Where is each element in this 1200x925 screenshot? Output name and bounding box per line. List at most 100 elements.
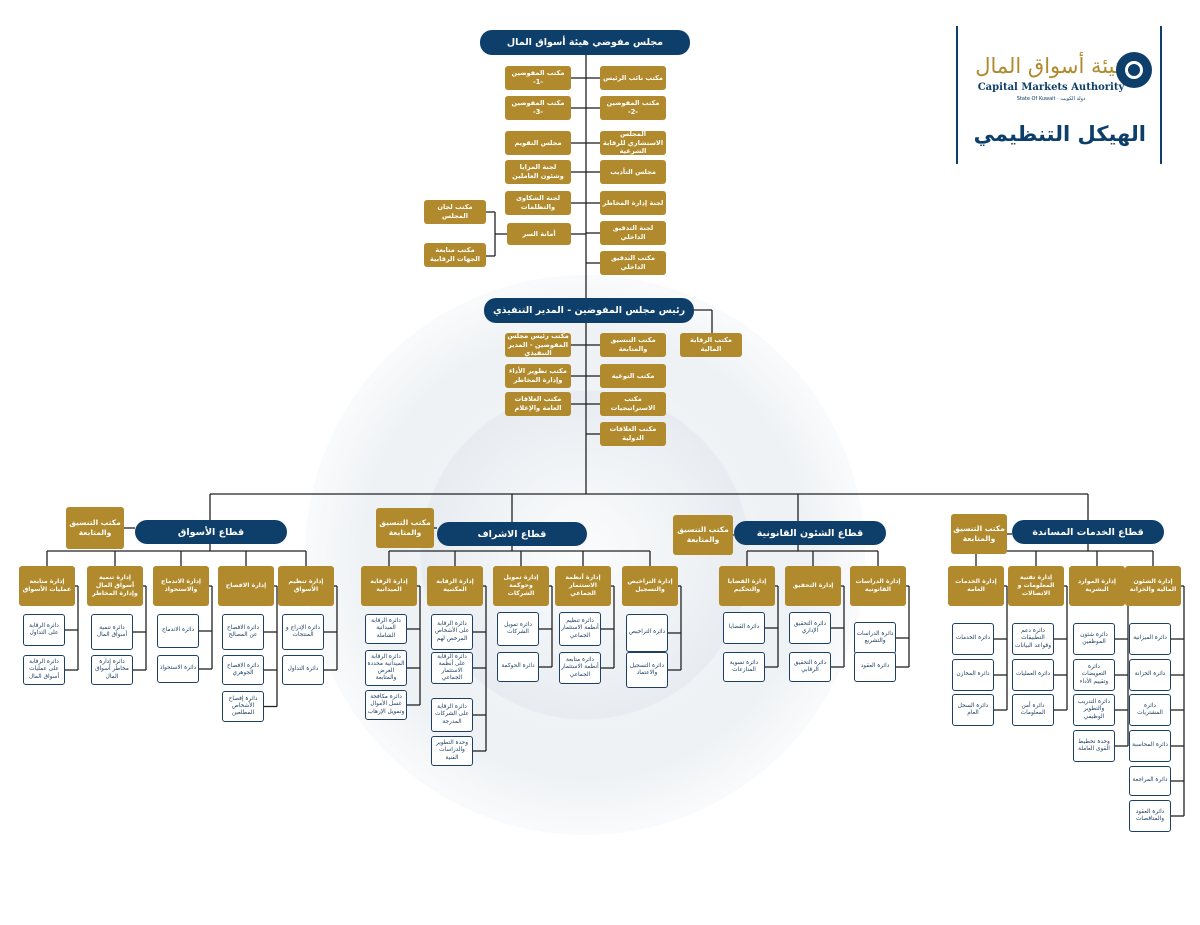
unit-node-1-0-1: دائرة التسجيل والاعتماد xyxy=(626,652,668,688)
department-node-0-4: إدارة متابعة عمليات الأسواق xyxy=(19,566,75,606)
unit-node-3-3-2: دائرة السجل العام xyxy=(952,694,994,726)
chairman-office-right-1: مكتب التوعية xyxy=(600,364,666,388)
committees-office-node: مكتب لجان المجلس xyxy=(424,200,486,224)
brand-divider-left xyxy=(956,26,958,164)
board-office-right-6: مكتب التدقيق الداخلي xyxy=(600,251,666,275)
unit-node-1-3-1: دائرة الرقابة على أنظمة الاستثمار الجماع… xyxy=(431,652,473,684)
unit-node-2-2-0: دائرة القضايا xyxy=(723,612,765,644)
department-node-1-4: إدارة الرقابة الميدانية xyxy=(361,566,417,606)
sector-node-2: قطاع الشئون القانونية xyxy=(734,521,886,545)
chairman-office-right-2: مكتب الاستراتيجيات xyxy=(600,392,666,416)
board-office-right-5: لجنة التدقيق الداخلي xyxy=(600,221,666,245)
department-node-1-3: إدارة الرقابة المكتبية xyxy=(427,566,483,606)
secretariat-node: أمانة السر xyxy=(507,223,571,245)
unit-node-2-1-1: دائرة التحقيق الرقابي xyxy=(789,652,831,682)
sector-coordination-node-0: مكتب التنسيق والمتابعة xyxy=(66,507,124,549)
logo-english-text: Capital Markets Authority xyxy=(977,82,1125,93)
sector-node-3: قطاع الخدمات المساندة xyxy=(1012,520,1164,544)
brand-panel: هيئة أسواق المال Capital Markets Authori… xyxy=(956,26,1162,164)
unit-node-3-3-0: دائرة الخدمات xyxy=(952,623,994,655)
chairman-office-left-2: مكتب العلاقات العامة والإعلام xyxy=(505,392,571,416)
unit-node-3-0-2: دائرة المشتريات xyxy=(1129,694,1171,726)
board-office-left-4: لجنة الشكاوى والتظلمات xyxy=(505,191,571,215)
unit-node-2-0-1: دائرة العقود xyxy=(854,652,896,682)
unit-node-1-4-1: دائرة الرقابة الميدانية محددة الغرض والم… xyxy=(365,650,407,686)
unit-node-1-4-2: دائرة مكافحة غسل الأموال وتمويل الإرهاب xyxy=(365,690,407,720)
unit-node-2-1-0: دائرة التحقيق الإداري xyxy=(789,612,831,644)
unit-node-0-1-1: دائرة الافصاح الجوهري xyxy=(222,655,264,685)
department-node-3-3: إدارة الخدمات العامة xyxy=(948,566,1004,606)
department-node-1-2: إدارة تمويل وحوكمة الشركات xyxy=(493,566,549,606)
sector-coordination-node-3: مكتب التنسيق والمتابعة xyxy=(951,514,1007,554)
unit-node-3-0-3: دائرة المحاسبة xyxy=(1129,730,1171,762)
unit-node-0-4-0: دائرة الرقابة على التداول xyxy=(23,614,65,646)
department-node-1-0: إدارة التراخيص والتسجيل xyxy=(622,566,678,606)
regulators-office-node: مكتب متابعة الجهات الرقابية xyxy=(424,243,486,267)
page-title: الهيكل التنظيمي xyxy=(973,122,1146,146)
department-node-2-2: إدارة القضايا والتحكيم xyxy=(719,566,775,606)
unit-node-0-3-0: دائرة تنمية أسواق المال xyxy=(91,614,133,650)
department-node-1-1: إدارة أنظمة الاستثمار الجماعي xyxy=(555,566,611,606)
unit-node-0-2-0: دائرة الاندماج xyxy=(157,614,199,648)
department-node-2-1: إدارة التحقيق xyxy=(785,566,841,606)
logo-subtitle: State Of Kuwait · دولة الكويت xyxy=(1016,96,1086,102)
board-office-right-1: مكتب المفوضين -2- xyxy=(600,96,666,120)
unit-node-1-3-3: وحدة التطوير والدراسات الفنية xyxy=(431,736,473,766)
chairman-office-right-3: مكتب العلاقات الدولية xyxy=(600,422,666,446)
unit-node-1-1-1: دائرة متابعة أنظمة الاستثمار الجماعي xyxy=(559,652,601,684)
department-node-0-0: إدارة تنظيم الأسواق xyxy=(278,566,334,606)
unit-node-1-0-0: دائرة التراخيص xyxy=(626,614,668,652)
unit-node-3-1-2: دائرة التدريب والتطوير الوظيفي xyxy=(1073,694,1115,726)
unit-node-0-0-0: دائرة الإدراج و المنتجات xyxy=(282,614,324,650)
chairman-office-right-0: مكتب التنسيق والمتابعة xyxy=(600,333,666,357)
unit-node-3-1-3: وحدة تخطيط القوى العاملة xyxy=(1073,730,1115,762)
board-office-right-3: مجلس التأديب xyxy=(600,160,666,184)
department-node-0-1: إدارة الافصاح xyxy=(218,566,274,606)
department-node-2-0: إدارة الدراسات القانونية xyxy=(850,566,906,606)
unit-node-0-1-0: دائرة الافصاح عن المصالح xyxy=(222,614,264,650)
financial-control-node: مكتب الرقابة المالية xyxy=(680,333,742,357)
unit-node-3-1-0: دائرة شئون الموظفين xyxy=(1073,623,1115,655)
unit-node-1-3-2: دائرة الرقابة على الشركات المدرجة xyxy=(431,698,473,732)
unit-node-3-0-0: دائرة الميزانية xyxy=(1129,623,1171,655)
board-office-right-2: المجلس الاستشاري للرقابة الشرعية xyxy=(600,131,666,155)
brand-divider-right xyxy=(1160,26,1162,164)
sector-node-1: قطاع الاشراف xyxy=(437,522,587,546)
unit-node-2-2-1: دائرة تسوية المنازعات xyxy=(723,652,765,682)
board-office-left-1: مكتب المفوضين -3- xyxy=(505,96,571,120)
department-node-0-3: إدارة تنمية أسواق المال وإدارة المخاطر xyxy=(87,566,143,606)
unit-node-3-2-0: دائرة دعم التطبيقات وقواعد البيانات xyxy=(1012,623,1054,655)
unit-node-3-2-2: دائرة أمن المعلومات xyxy=(1012,694,1054,726)
board-node: مجلس مفوضي هيئة أسواق المال xyxy=(480,30,690,55)
board-office-left-2: مجلس التقويم xyxy=(505,131,571,155)
logo-emblem-icon xyxy=(1116,52,1152,88)
unit-node-1-2-1: دائرة الحوكمة xyxy=(497,652,539,682)
board-office-right-4: لجنة إدارة المخاطر xyxy=(600,191,666,215)
unit-node-1-3-0: دائرة الرقابة على الأشخاص المرخص لهم xyxy=(431,614,473,650)
unit-node-3-0-4: دائرة المراجعة xyxy=(1129,766,1171,796)
unit-node-3-1-1: دائرة التعويضات وتقييم الأداء xyxy=(1073,659,1115,691)
sector-node-0: قطاع الأسواق xyxy=(135,520,287,544)
chairman-office-left-1: مكتب تطوير الأداء وإدارة المخاطر xyxy=(505,364,571,388)
board-office-left-3: لجنة المزايا وشئون العاملين xyxy=(505,160,571,184)
unit-node-1-1-0: دائرة تنظيم أنظمة الاستثمار الجماعي xyxy=(559,612,601,646)
department-node-3-1: إدارة الموارد البشرية xyxy=(1069,566,1125,606)
unit-node-3-0-1: دائرة الخزانة xyxy=(1129,659,1171,691)
unit-node-0-3-1: دائرة إدارة مخاطر أسواق المال xyxy=(91,655,133,685)
department-node-3-0: إدارة الشئون المالية والخزانة xyxy=(1125,566,1181,606)
board-office-left-0: مكتب المفوضين -1- xyxy=(505,66,571,90)
unit-node-3-3-1: دائرة المخازن xyxy=(952,659,994,691)
unit-node-2-0-0: دائرة الدراسات والتشريع xyxy=(854,622,896,654)
unit-node-3-0-5: دائرة العقود والمناقصات xyxy=(1129,800,1171,832)
unit-node-0-0-1: دائرة التداول xyxy=(282,655,324,685)
sector-coordination-node-2: مكتب التنسيق والمتابعة xyxy=(673,515,733,555)
department-node-3-2: إدارة تقنية المعلومات و الاتصالات xyxy=(1008,566,1064,606)
unit-node-1-2-0: دائرة تمويل الشركات xyxy=(497,612,539,646)
unit-node-3-2-1: دائرة العمليات xyxy=(1012,659,1054,691)
unit-node-0-4-1: دائرة الرقابة على عمليات أسواق المال xyxy=(23,655,65,685)
chairman-node: رئيس مجلس المفوضين - المدير التنفيذي xyxy=(484,298,694,323)
board-office-right-0: مكتب نائب الرئيس xyxy=(600,66,666,90)
unit-node-1-4-0: دائرة الرقابة الميدانية الشاملة xyxy=(365,614,407,644)
logo-arabic-text: هيئة أسواق المال xyxy=(975,54,1126,78)
